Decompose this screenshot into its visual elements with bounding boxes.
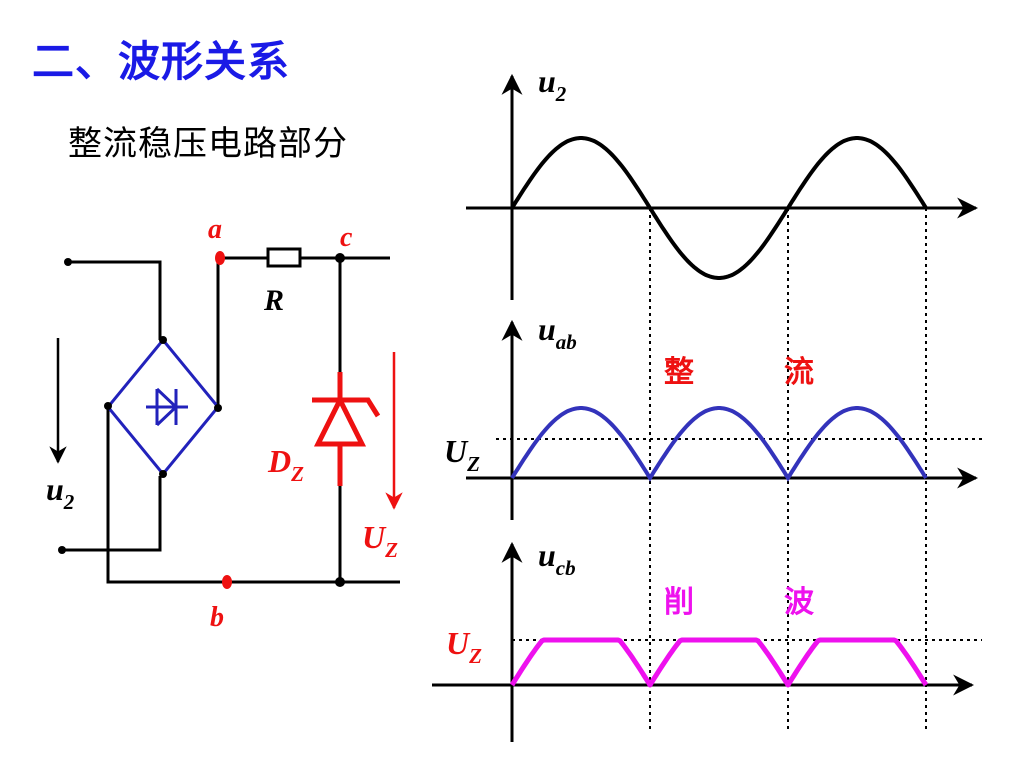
ucb-uz-label: UZ [446, 625, 482, 668]
input-voltage-label: u2 [46, 471, 75, 514]
output-voltage-label: UZ [362, 519, 398, 562]
node-bottom-dot [335, 577, 345, 587]
uab-note-right: 流 [784, 355, 814, 390]
resistor-symbol [266, 247, 302, 268]
input-top-wire [68, 260, 162, 340]
uab-uz-main: U [444, 433, 469, 469]
bridge-node-right [214, 404, 222, 412]
uab-rectified-wave [510, 406, 928, 482]
u2-axis-label: u2 [538, 63, 567, 106]
ucb-axis-sub: cb [556, 556, 576, 580]
node-b-label: b [210, 602, 224, 633]
bridge-node-bottom [159, 470, 167, 478]
zener-diode [312, 372, 381, 486]
input-terminal-top [64, 258, 72, 266]
ucb-note-left: 削 [664, 585, 694, 620]
bridge-node-left [104, 402, 112, 410]
ucb-uz-main: U [446, 625, 471, 661]
uab-axis-label: uab [538, 311, 577, 354]
zener-label-sub: Z [290, 462, 304, 486]
output-voltage-sub: Z [384, 538, 398, 562]
node-c-dot [335, 253, 345, 263]
resistor-label: R [263, 284, 284, 317]
bridge-node-top [159, 336, 167, 344]
bridge-positive-wire [216, 256, 268, 408]
u2-axis-main: u [538, 63, 556, 99]
ucb-axis-main: u [538, 537, 556, 573]
input-terminal-bottom [58, 546, 66, 554]
zener-label: DZ [267, 443, 304, 486]
ucb-clipped-wave [509, 637, 929, 688]
node-a-label: a [208, 214, 222, 245]
node-b-dot [222, 575, 232, 589]
uab-note-left: 整 [664, 355, 694, 390]
ucb-axis-label: ucb [538, 537, 576, 580]
uab-uz-label: UZ [444, 433, 480, 476]
page-subtitle: 整流稳压电路部分 [68, 124, 348, 164]
ucb-uz-sub: Z [468, 644, 482, 668]
period-guides [649, 208, 927, 730]
page-title: 二、波形关系 [32, 37, 291, 86]
input-voltage-sub: 2 [63, 490, 75, 514]
uab-axis-sub: ab [556, 330, 577, 354]
u2-sine-wave [510, 136, 928, 280]
u2-axis-sub: 2 [555, 82, 567, 106]
input-bottom-wire [62, 476, 162, 552]
output-voltage-main: U [362, 519, 387, 555]
node-c-label: c [340, 222, 353, 253]
zener-label-main: D [267, 443, 291, 479]
node-a-dot [215, 251, 225, 265]
uab-uz-sub: Z [466, 452, 480, 476]
input-voltage-main: u [46, 471, 64, 507]
ucb-note-right: 波 [784, 585, 815, 620]
bridge-rectifier [106, 337, 220, 477]
bridge-negative-wire [106, 406, 400, 584]
uab-axis-main: u [538, 311, 556, 347]
